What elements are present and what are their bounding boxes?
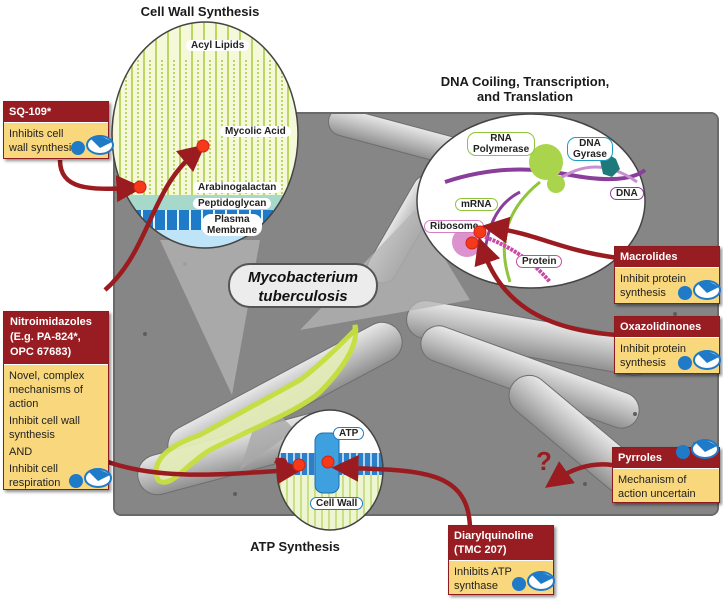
drug-name-macrolides: Macrolides [615,247,719,268]
burst-ribosome-1 [473,225,487,239]
organism-label: Mycobacterium tuberculosis [228,263,378,308]
question-mark-pyrroles: ? [536,446,552,476]
pill-icon [512,571,555,591]
label-arabinogalactan: Arabinogalactan [193,182,282,193]
label-dna-gyrase: DNA Gyrase [567,137,613,161]
drug-box-pyrroles: Pyrroles Mechanism of action uncertain [612,439,720,503]
label-acyl-lipids: Acyl Lipids [186,40,250,51]
drug-desc-diarylquinoline: Inhibits ATP synthase [454,566,512,592]
nitro-name-line1: Nitroimidazoles [10,316,92,328]
rna-polymerase-shape [529,144,563,180]
pill-icon [676,439,719,459]
drug-box-oxazolidinones: Oxazolidinones Inhibit protein synthesis [614,316,721,374]
dna-title-line2: and Translation [476,89,574,104]
arrow-macrolides [481,216,619,261]
pill-icon [69,468,112,488]
nitro-name-line3: OPC 67683) [10,346,72,358]
label-protein: Protein [516,255,563,268]
drug-box-macrolides: Macrolides Inhibit protein synthesis [614,246,721,304]
pill-icon [71,135,114,155]
rnap-line2: Polymerase [473,144,530,155]
arrow-sq109 [57,159,144,203]
arrow-nitro-cellwall [103,144,206,292]
label-peptidoglycan: Peptidoglycan [193,198,272,209]
burst-atp-2 [321,455,335,469]
plasma-line1: Plasma [214,214,250,225]
drug-box-diarylquinoline: Diarylquinoline (TMC 207) Inhibits ATP s… [448,525,555,595]
gyrase-line2: Gyrase [573,149,607,160]
cell-wall-synthesis-title: Cell Wall Synthesis [140,4,260,19]
atp-synthesis-title: ATP Synthesis [250,539,340,554]
nitro-name-line2: (E.g. PA-824*, [10,331,81,343]
label-rna-polymerase: RNA Polymerase [467,132,536,156]
label-atp: ATP [333,427,365,440]
drug-box-sq109: SQ-109* Inhibits cell wall synthesis [3,101,114,159]
gyrase-line1: DNA [579,138,601,149]
drug-desc-nitroimidazoles: Novel, complex mechanisms of action Inhi… [4,365,94,499]
drug-desc-pyrroles: Mechanism of action uncertain [618,474,696,500]
drug-name-nitroimidazoles: Nitroimidazoles (E.g. PA-824*, OPC 67683… [4,312,108,365]
label-cell-wall: Cell Wall [310,497,364,510]
arrow-oxazolidinones [474,237,619,338]
arrow-nitro-atp [107,457,304,485]
organism-line1: Mycobacterium [247,269,359,286]
label-dna: DNA [610,187,644,200]
drug-name-diarylquinoline: Diarylquinoline (TMC 207) [449,526,553,561]
nitro-desc-1: Novel, complex mechanisms of action [9,370,85,410]
drug-desc-macrolides: Inhibit protein synthesis [620,273,687,299]
label-plasma-membrane: Plasma Membrane [202,214,263,236]
diaryl-name-line2: (TMC 207) [454,544,507,556]
drug-desc-sq109: Inhibits cell wall synthesis [9,128,77,154]
pill-icon [678,280,721,300]
drug-desc-oxazolidinones: Inhibit protein synthesis [620,343,687,369]
label-mycolic-acid: Mycolic Acid [220,126,291,137]
diaryl-name-line1: Diarylquinoline [454,530,534,542]
arrow-pyrroles [545,461,613,488]
label-mrna: mRNA [455,198,498,211]
burst-ribosome-2 [465,236,479,250]
nitro-desc-3: AND [9,446,33,458]
drug-name-oxazolidinones: Oxazolidinones [615,317,719,338]
burst-arabinogalactan [133,180,147,194]
inhibition-bursts [133,139,487,472]
arrow-diarylquinoline [331,454,473,531]
nitro-desc-4: Inhibit cell respiration [9,463,61,489]
burst-atp-1 [292,458,306,472]
drug-name-sq109: SQ-109* [4,102,108,123]
question-mark-nitro: ? [273,452,289,482]
organism-line2: tuberculosis [258,288,348,305]
rnap-line1: RNA [490,133,512,144]
label-ribosome: Ribosome [424,220,485,233]
dna-title-line1: DNA Coiling, Transcription, [440,74,610,89]
nitro-desc-2: Inhibit cell wall synthesis [9,415,80,441]
dna-section-title: DNA Coiling, Transcription, and Translat… [400,74,650,104]
pill-icon [678,350,721,370]
plasma-line2: Membrane [207,225,258,236]
drug-box-nitroimidazoles: Nitroimidazoles (E.g. PA-824*, OPC 67683… [3,311,112,490]
burst-mycolic [196,139,210,153]
highlighted-bacterium [153,324,359,485]
